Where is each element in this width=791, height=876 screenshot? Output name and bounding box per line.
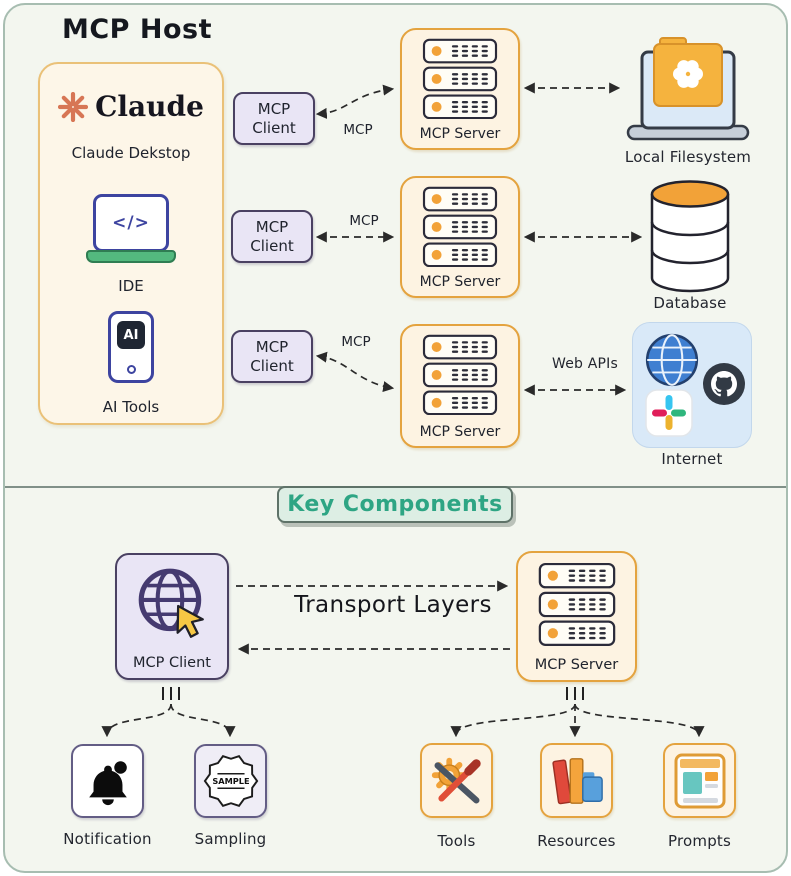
mcp-server-big-box: MCP Server xyxy=(516,551,637,682)
client-big-label: MCP Client xyxy=(133,655,211,671)
server-rack-icon xyxy=(422,38,498,119)
notification-box xyxy=(71,744,144,818)
stamp-icon: SAMPLE xyxy=(203,755,258,807)
gear-wrench-icon xyxy=(431,757,481,803)
mcp-server-box-2: MCP Server xyxy=(400,176,520,298)
client-label: MCP Client xyxy=(252,100,296,137)
protocol-label-2: MCP xyxy=(349,213,379,229)
server-label: MCP Server xyxy=(419,274,501,290)
server-rack-icon xyxy=(422,186,498,267)
ide-label: IDE xyxy=(118,277,144,295)
key-components-badge: Key Components xyxy=(277,486,513,523)
code-glyph: </> xyxy=(112,213,150,233)
tools-box xyxy=(420,743,493,818)
prompts-box xyxy=(663,743,736,818)
claude-wordmark: Claude xyxy=(95,90,204,123)
document-layout-icon xyxy=(674,753,725,808)
smartphone-ai-icon: AI xyxy=(108,311,154,383)
mcp-client-box-1: MCP Client xyxy=(233,92,315,145)
github-icon xyxy=(703,363,745,405)
mcp-server-box-3: MCP Server xyxy=(400,324,520,448)
sampling-box: SAMPLE xyxy=(194,744,267,818)
stamp-text: SAMPLE xyxy=(212,776,249,786)
server-rack-icon xyxy=(422,334,498,415)
transport-layers-label: Transport Layers xyxy=(294,592,492,618)
mcp-client-box-2: MCP Client xyxy=(231,210,313,263)
books-folder-icon xyxy=(551,757,603,804)
claude-logo: Claude xyxy=(40,90,222,123)
tools-label: Tools xyxy=(437,832,476,850)
client-label: MCP Client xyxy=(250,218,294,255)
server-label: MCP Server xyxy=(419,424,501,440)
mcp-client-big-box: MCP Client xyxy=(115,553,229,680)
mcp-client-box-3: MCP Client xyxy=(231,330,313,383)
database-cylinder-icon xyxy=(650,180,730,293)
client-label: MCP Client xyxy=(250,338,294,375)
globe-cursor-icon xyxy=(138,568,204,638)
server-label: MCP Server xyxy=(419,126,501,142)
notification-label: Notification xyxy=(63,830,152,848)
globe-icon xyxy=(645,333,699,387)
server-big-label: MCP Server xyxy=(534,657,619,673)
protocol-label-1: MCP xyxy=(343,122,373,138)
resources-label: Resources xyxy=(537,832,616,850)
server-rack-icon xyxy=(538,562,616,646)
internet-panel xyxy=(632,322,752,448)
prompts-label: Prompts xyxy=(667,832,732,850)
laptop-base xyxy=(86,250,176,263)
protocol-label-3: MCP xyxy=(341,334,371,350)
sampling-label: Sampling xyxy=(194,830,267,848)
internet-label: Internet xyxy=(661,450,723,468)
ide-icon: </> xyxy=(86,194,176,263)
database-label: Database xyxy=(653,294,727,312)
slack-icon xyxy=(645,389,693,437)
local-filesystem-label: Local Filesystem xyxy=(624,148,752,166)
claude-desktop-label: Claude Dekstop xyxy=(71,144,191,162)
ai-tools-label: AI Tools xyxy=(102,398,160,416)
resources-box xyxy=(540,743,613,818)
home-button-dot xyxy=(126,365,136,374)
web-apis-label: Web APIs xyxy=(551,356,618,372)
page-title: MCP Host xyxy=(62,14,212,45)
claude-starburst-icon xyxy=(58,91,89,122)
folder-laptop-icon xyxy=(626,37,750,141)
mcp-server-box-1: MCP Server xyxy=(400,28,520,150)
mcp-host-panel: Claude Claude Dekstop </> IDE AI AI Tool… xyxy=(38,62,224,425)
ai-badge: AI xyxy=(117,321,145,349)
bell-icon xyxy=(88,761,127,806)
code-laptop-screen: </> xyxy=(93,194,169,252)
